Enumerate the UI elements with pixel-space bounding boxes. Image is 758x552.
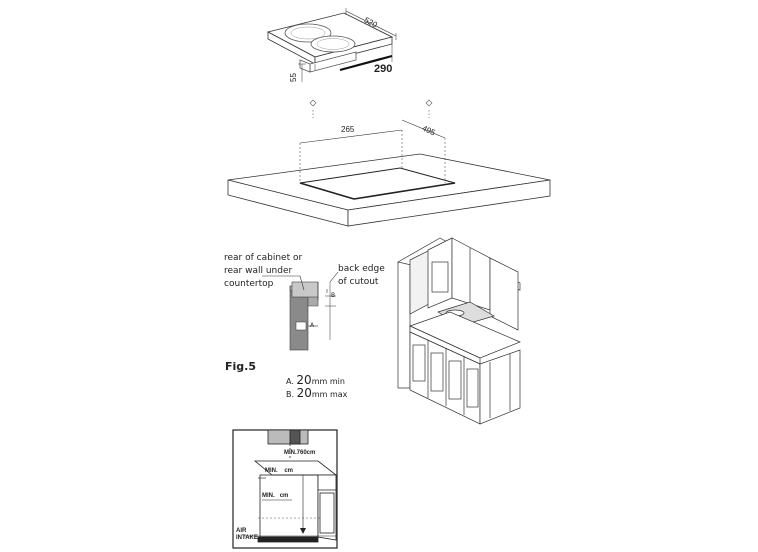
cutout-width-label: 265 (341, 125, 355, 134)
back-edge-caption: back edge of cutout (338, 264, 385, 287)
label-b: B (331, 292, 336, 299)
min-mid-label: MIN. cm (262, 493, 289, 499)
section-detail-drawing (262, 271, 339, 351)
label-a: A (310, 322, 315, 329)
spec-a: A. 20mm min (286, 373, 345, 387)
kitchen-perspective-drawing (397, 237, 521, 425)
spec-b: B. 20mm max (286, 386, 348, 400)
dim-width-label: 290 (374, 63, 393, 75)
alignment-markers (309, 99, 433, 118)
dim-height-label: 55 (288, 73, 298, 82)
min-760-label: MIN.760cm (284, 450, 316, 456)
hob-unit-drawing (266, 8, 397, 82)
rear-cabinet-caption: rear of cabinet or rear wall under count… (224, 253, 303, 289)
countertop-drawing (227, 119, 551, 227)
min-left-label: MIN. cm (265, 468, 294, 474)
figure-label: Fig.5 (225, 360, 256, 373)
cabinet-section-drawing (232, 429, 338, 549)
